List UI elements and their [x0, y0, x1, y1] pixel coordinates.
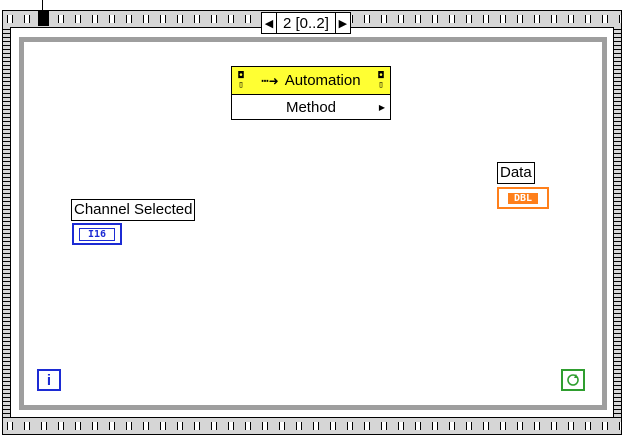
automation-refnum-out-icon: ◘▯: [378, 70, 384, 90]
caret-right-icon: ▶: [378, 103, 385, 112]
automation-title: Automation: [284, 72, 361, 89]
iteration-label: i: [46, 371, 52, 389]
method-selector[interactable]: Method ▶: [232, 95, 390, 120]
iteration-terminal[interactable]: i: [37, 369, 61, 391]
frame-marker: [38, 10, 49, 26]
triangle-left-icon[interactable]: ◀: [262, 13, 277, 33]
wire-tick: [42, 0, 43, 10]
film-strip-left: [3, 27, 11, 418]
selector-label: 2 [0..2]: [283, 14, 329, 32]
loop-continue-glyph: [567, 374, 579, 386]
dbl-type-label: DBL: [507, 192, 539, 204]
fat-arrow-icon: ┅➜: [261, 73, 279, 88]
channel-selected-label[interactable]: Channel Selected: [71, 199, 196, 221]
method-label: Method: [285, 99, 337, 116]
automation-node-header: ◘▯ ┅➜ Automation ◘▯: [232, 67, 390, 95]
film-strip-right: [613, 27, 621, 418]
triangle-right-icon[interactable]: ▶: [334, 13, 350, 33]
sequence-selector[interactable]: ◀ 2 [0..2] ▶: [261, 12, 351, 34]
i16-type-label: I16: [78, 227, 116, 241]
data-label[interactable]: Data: [497, 162, 535, 184]
film-strip-bottom: [3, 417, 621, 434]
automation-refnum-icon: ◘▯: [238, 70, 244, 90]
automation-property-node[interactable]: ◘▯ ┅➜ Automation ◘▯ Method ▶: [231, 66, 391, 120]
data-terminal[interactable]: DBL: [497, 187, 549, 209]
channel-selected-terminal[interactable]: I16: [72, 223, 122, 245]
loop-continue-icon[interactable]: [561, 369, 585, 391]
